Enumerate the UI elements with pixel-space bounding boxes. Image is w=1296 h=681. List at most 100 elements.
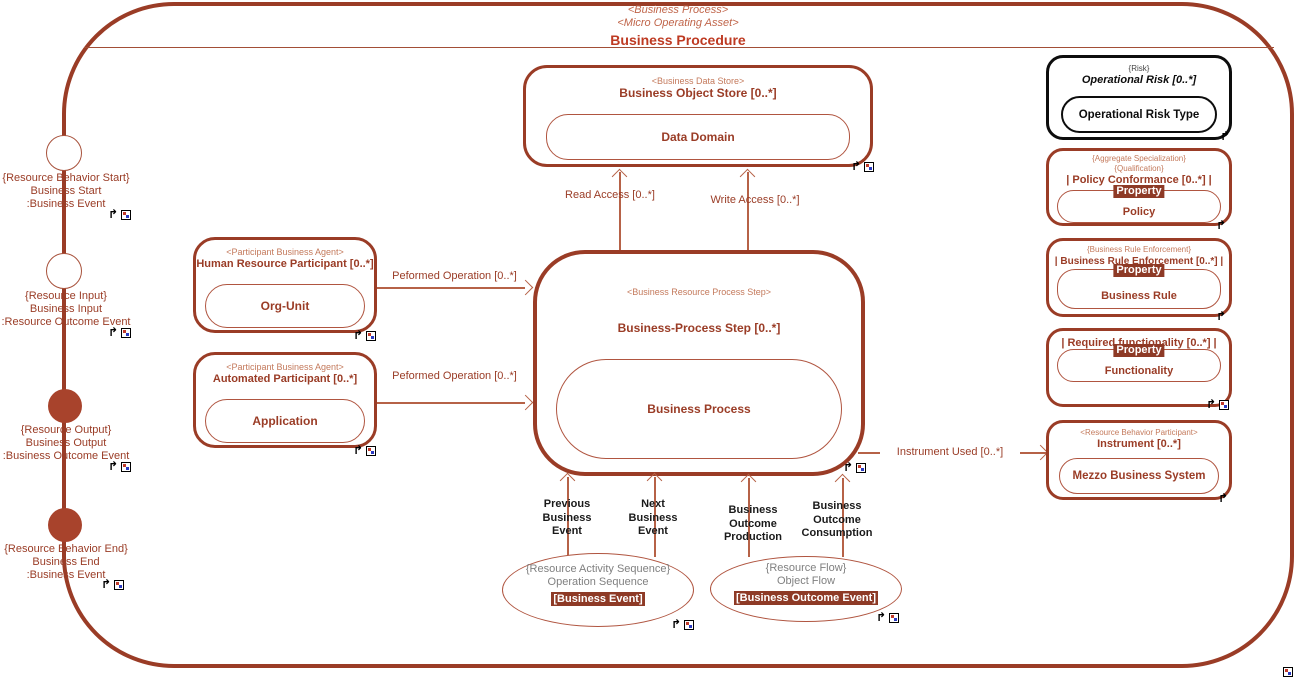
performed-operation-connector-1[interactable] xyxy=(377,287,525,289)
required-functionality-box[interactable]: | Required functionality [0..*] | Proper… xyxy=(1046,328,1232,407)
label-line: Next xyxy=(641,498,665,510)
linked-diagram-icon[interactable] xyxy=(121,462,132,472)
functionality-shape[interactable]: Property Functionality xyxy=(1057,344,1221,382)
navigate-up-icon[interactable] xyxy=(671,619,681,630)
navigate-up-icon[interactable] xyxy=(843,462,853,473)
mezzo-business-system-shape[interactable]: Mezzo Business System xyxy=(1059,458,1219,494)
read-access-connector[interactable] xyxy=(619,172,621,251)
business-procedure-frame[interactable] xyxy=(62,2,1294,668)
operational-risk-type-shape[interactable]: Operational Risk Type xyxy=(1061,96,1217,133)
connector-label: Peformed Operation [0..*] xyxy=(392,370,517,382)
navigate-up-icon[interactable] xyxy=(1218,493,1228,504)
business-rule-shape[interactable]: Property Business Rule xyxy=(1057,264,1221,309)
label-line: Outcome xyxy=(729,517,777,530)
policy-shape[interactable]: Property Policy xyxy=(1057,185,1221,223)
navigate-up-icon[interactable] xyxy=(1206,399,1216,410)
navigate-up-icon[interactable] xyxy=(353,330,363,341)
box-name: Operational Risk [0..*] xyxy=(1081,74,1197,86)
navigate-up-icon[interactable] xyxy=(1220,131,1230,142)
performed-operation-connector-2[interactable] xyxy=(377,402,525,404)
navigate-up-icon[interactable] xyxy=(1216,220,1226,231)
decoration-icons xyxy=(353,445,377,456)
business-input-node[interactable] xyxy=(46,253,82,289)
label-line: Business xyxy=(728,504,778,516)
operation-sequence-ellipse[interactable]: {Resource Activity Sequence} Operation S… xyxy=(502,553,694,627)
instrument-box[interactable]: <Resource Behavior Participant> Instrume… xyxy=(1046,420,1232,500)
business-output-label: {Resource Output} Business Output :Busin… xyxy=(0,424,132,463)
ellipse-tag: {Resource Activity Sequence} xyxy=(525,563,671,575)
org-unit-shape[interactable]: Org-Unit xyxy=(205,284,365,328)
decoration-icons xyxy=(1216,311,1226,322)
box-name: | Policy Conformance [0..*] | xyxy=(1066,174,1212,186)
linked-diagram-icon[interactable] xyxy=(121,210,132,220)
decoration-icons xyxy=(1216,220,1226,231)
node-tag: {Resource Behavior Start} xyxy=(2,172,130,184)
navigate-up-icon[interactable] xyxy=(101,579,111,590)
inner-name: Business Rule xyxy=(1101,289,1177,302)
navigate-up-icon[interactable] xyxy=(876,612,886,623)
business-outcome-consumption-connector[interactable] xyxy=(842,478,844,557)
automated-participant-box[interactable]: <Participant Business Agent> Automated P… xyxy=(193,352,377,448)
data-domain-shape[interactable]: Data Domain xyxy=(546,114,850,160)
navigate-up-icon[interactable] xyxy=(353,445,363,456)
business-start-node[interactable] xyxy=(46,135,82,171)
application-shape[interactable]: Application xyxy=(205,399,365,443)
operational-risk-box[interactable]: {Risk} Operational Risk [0..*] Operation… xyxy=(1046,55,1232,140)
linked-diagram-icon[interactable] xyxy=(121,328,132,338)
linked-diagram-icon[interactable] xyxy=(856,463,867,473)
business-process-step-box[interactable]: <Business Resource Process Step> Busines… xyxy=(533,250,865,476)
decoration-icons xyxy=(671,619,695,630)
frame-stereotype-1: <Business Process> xyxy=(627,4,729,16)
business-process-shape[interactable]: Business Process xyxy=(556,359,842,459)
business-rule-enforcement-box[interactable]: {Business Rule Enforcement} | Business R… xyxy=(1046,238,1232,317)
navigate-up-icon[interactable] xyxy=(108,327,118,338)
business-output-node[interactable] xyxy=(48,389,82,423)
linked-diagram-icon[interactable] xyxy=(1219,400,1230,410)
human-resource-participant-box[interactable]: <Participant Business Agent> Human Resou… xyxy=(193,237,377,333)
property-badge: Property xyxy=(1113,185,1165,198)
navigate-up-icon[interactable] xyxy=(851,161,861,172)
node-name: Business Output xyxy=(25,437,107,449)
frame-title: Business Procedure xyxy=(610,32,746,48)
navigate-up-icon[interactable] xyxy=(108,461,118,472)
business-end-node[interactable] xyxy=(48,508,82,542)
linked-diagram-icon[interactable] xyxy=(366,446,377,456)
linked-diagram-icon[interactable] xyxy=(1283,667,1293,677)
connector-label: Instrument Used [0..*] xyxy=(880,446,1020,458)
linked-diagram-icon[interactable] xyxy=(889,613,900,623)
connector-label: Write Access [0..*] xyxy=(710,194,800,206)
business-input-label: {Resource Input} Business Input :Resourc… xyxy=(0,290,132,329)
box-name: | Business Rule Enforcement [0..*] | xyxy=(1054,256,1224,267)
decoration-icons xyxy=(108,461,132,472)
label-line: Outcome xyxy=(813,513,861,526)
ellipse-name: Object Flow xyxy=(776,575,836,587)
navigate-up-icon[interactable] xyxy=(108,209,118,220)
linked-diagram-icon[interactable] xyxy=(366,331,377,341)
business-outcome-production-connector[interactable] xyxy=(748,478,750,557)
policy-conformance-box[interactable]: {Aggregate Specialization} {Qualificatio… xyxy=(1046,148,1232,226)
decoration-icons xyxy=(876,612,900,623)
stereotype: <Participant Business Agent> xyxy=(226,362,344,372)
linked-diagram-icon[interactable] xyxy=(864,162,875,172)
previous-business-event-connector[interactable] xyxy=(567,477,569,557)
linked-diagram-icon[interactable] xyxy=(684,620,695,630)
box-name: Instrument [0..*] xyxy=(1097,438,1181,450)
next-business-event-connector[interactable] xyxy=(654,477,656,557)
box-tag: {Qualification} xyxy=(1114,164,1164,173)
node-tag: {Resource Behavior End} xyxy=(4,543,128,555)
write-access-connector[interactable] xyxy=(747,172,749,251)
connector-label: Read Access [0..*] xyxy=(565,189,655,201)
frame-stereotype-2: <Micro Operating Asset> xyxy=(617,17,739,29)
business-object-store-box[interactable]: <Business Data Store> Business Object St… xyxy=(523,65,873,167)
navigate-up-icon[interactable] xyxy=(1216,311,1226,322)
object-flow-ellipse[interactable]: {Resource Flow} Object Flow [Business Ou… xyxy=(710,556,902,622)
linked-diagram-icon[interactable] xyxy=(114,580,125,590)
node-name: Business End xyxy=(32,556,100,568)
node-type: :Business Event xyxy=(26,569,106,581)
decoration-icons xyxy=(1218,493,1228,504)
label-line: Business xyxy=(812,500,862,512)
stereotype: <Participant Business Agent> xyxy=(226,247,344,257)
property-badge: Property xyxy=(1113,264,1165,277)
next-business-event-label: Next Business Event xyxy=(607,498,699,539)
ellipse-name: Operation Sequence xyxy=(547,576,649,588)
